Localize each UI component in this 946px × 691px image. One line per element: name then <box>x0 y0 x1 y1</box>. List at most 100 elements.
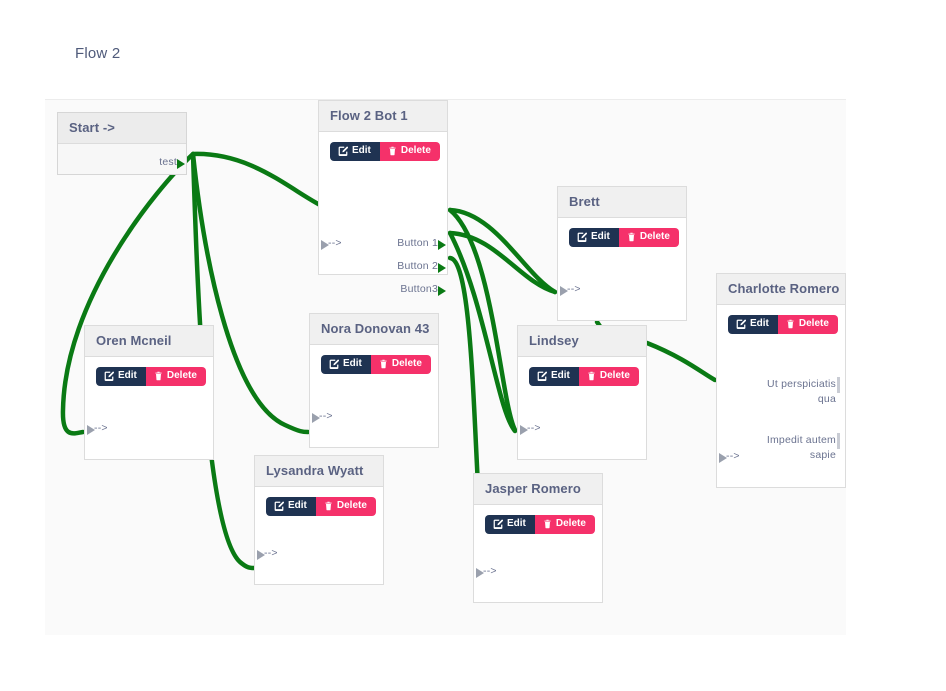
node-actions-flow2bot1: Edit Delete <box>330 142 440 161</box>
input-port-arrow-icon <box>312 413 320 423</box>
node-title-charlotte: Charlotte Romero <box>717 274 845 305</box>
input-port-lysandra[interactable]: --> <box>257 547 278 560</box>
input-port-arrow-icon <box>257 550 265 560</box>
input-port-arrow-icon <box>87 425 95 435</box>
flow-node-start[interactable]: Start -> test <box>57 112 187 175</box>
connection-edge[interactable] <box>447 230 558 295</box>
edit-button-label: Edit <box>551 370 570 381</box>
output-port-charlotte-2[interactable]: Impedit autem sapie <box>766 433 840 463</box>
node-body-brett: Edit Delete --> <box>558 228 686 331</box>
input-port-arrow-icon <box>321 240 329 250</box>
trash-icon <box>380 359 387 369</box>
delete-button-label: Delete <box>400 145 431 156</box>
delete-button[interactable]: Delete <box>145 367 206 386</box>
delete-button[interactable]: Delete <box>315 497 376 516</box>
node-body-oren: Edit Delete --> <box>85 367 213 470</box>
node-actions-lindsey: Edit Delete <box>529 367 639 386</box>
input-port-charlotte[interactable]: --> <box>719 450 740 463</box>
edit-button[interactable]: Edit <box>330 142 380 161</box>
edit-button-label: Edit <box>591 231 610 242</box>
node-title-lysandra: Lysandra Wyatt <box>255 456 383 487</box>
delete-button-label: Delete <box>798 318 829 329</box>
connection-edge[interactable] <box>447 207 518 433</box>
delete-button-label: Delete <box>639 231 670 242</box>
trash-icon <box>588 371 595 381</box>
output-port-arrow-icon <box>438 240 446 250</box>
input-port-jasper[interactable]: --> <box>476 565 497 578</box>
node-actions-brett: Edit Delete <box>569 228 679 247</box>
input-port-flow2bot1[interactable]: --> <box>321 237 342 250</box>
edit-button-label: Edit <box>750 318 769 329</box>
edit-button-label: Edit <box>288 500 307 511</box>
delete-button[interactable]: Delete <box>379 142 440 161</box>
output-port-stub <box>837 433 840 449</box>
output-port-flow2bot1-1[interactable]: Button 1 <box>397 237 446 250</box>
input-port-arrow-icon <box>560 286 568 296</box>
output-port-flow2bot1-2[interactable]: Button 2 <box>397 260 446 273</box>
trash-icon <box>325 501 332 511</box>
node-actions-lysandra: Edit Delete <box>266 497 376 516</box>
trash-icon <box>628 232 635 242</box>
connection-edge[interactable] <box>447 230 518 434</box>
node-body-lysandra: Edit Delete --> <box>255 497 383 595</box>
delete-button[interactable]: Delete <box>578 367 639 386</box>
input-port-arrow-icon <box>476 568 484 578</box>
delete-button[interactable]: Delete <box>618 228 679 247</box>
node-body-lindsey: Edit Delete --> <box>518 367 646 470</box>
edit-button[interactable]: Edit <box>728 315 778 334</box>
delete-button-label: Delete <box>555 518 586 529</box>
edit-button[interactable]: Edit <box>485 515 535 534</box>
trash-icon <box>155 371 162 381</box>
page-title: Flow 2 <box>75 45 121 62</box>
connection-edge[interactable] <box>190 151 333 213</box>
trash-icon <box>389 146 396 156</box>
output-port-stub <box>837 377 840 393</box>
input-port-brett[interactable]: --> <box>560 283 581 296</box>
delete-button-label: Delete <box>166 370 197 381</box>
edit-button[interactable]: Edit <box>266 497 316 516</box>
output-port-charlotte-1[interactable]: Ut perspiciatis qua <box>766 377 840 407</box>
node-actions-oren: Edit Delete <box>96 367 206 386</box>
connection-edge[interactable] <box>644 340 718 383</box>
node-title-brett: Brett <box>558 187 686 218</box>
trash-icon <box>544 519 551 529</box>
delete-button[interactable]: Delete <box>777 315 838 334</box>
delete-button-label: Delete <box>599 370 630 381</box>
pencil-square-icon <box>329 359 339 369</box>
pencil-square-icon <box>104 371 114 381</box>
edit-button[interactable]: Edit <box>96 367 146 386</box>
node-title-jasper: Jasper Romero <box>474 474 602 505</box>
node-title-nora: Nora Donovan 43 <box>310 314 438 345</box>
edit-button-label: Edit <box>118 370 137 381</box>
edit-button-label: Edit <box>352 145 371 156</box>
input-port-oren[interactable]: --> <box>87 422 108 435</box>
edit-button[interactable]: Edit <box>569 228 619 247</box>
output-port-flow2bot1-3[interactable]: Button3 <box>400 283 446 296</box>
input-port-lindsey[interactable]: --> <box>520 422 541 435</box>
trash-icon <box>787 319 794 329</box>
node-body-jasper: Edit Delete --> <box>474 515 602 613</box>
delete-button[interactable]: Delete <box>534 515 595 534</box>
delete-button[interactable]: Delete <box>370 355 431 374</box>
output-port-start-1[interactable]: test <box>159 156 185 169</box>
input-port-nora[interactable]: --> <box>312 410 333 423</box>
edit-button[interactable]: Edit <box>529 367 579 386</box>
node-title-start: Start -> <box>58 113 186 144</box>
connection-edge[interactable] <box>447 207 558 295</box>
input-port-arrow-icon <box>520 425 528 435</box>
pencil-square-icon <box>274 501 284 511</box>
edit-button[interactable]: Edit <box>321 355 371 374</box>
input-port-arrow-icon <box>719 453 727 463</box>
output-port-arrow-icon <box>177 159 185 169</box>
